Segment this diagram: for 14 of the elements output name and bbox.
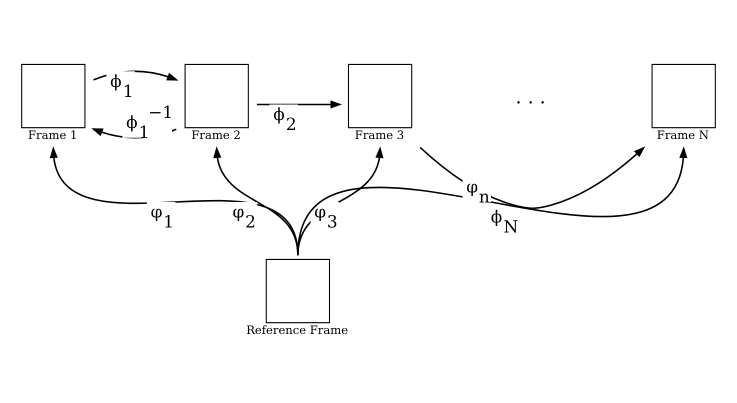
node-box — [184, 63, 249, 128]
node-label: Reference Frame — [246, 322, 348, 337]
arrow — [297, 146, 688, 255]
node-box — [348, 63, 412, 128]
label: · · · — [516, 92, 546, 114]
node-box — [21, 63, 86, 128]
node-label: Frame N — [656, 128, 709, 142]
node-box — [266, 258, 330, 323]
node-label: Frame 2 — [191, 128, 241, 142]
arrow — [297, 146, 384, 255]
arrow — [256, 100, 342, 108]
node-label: Frame 1 — [28, 128, 78, 142]
node-label: Frame 3 — [354, 128, 404, 142]
node-box — [652, 63, 716, 128]
